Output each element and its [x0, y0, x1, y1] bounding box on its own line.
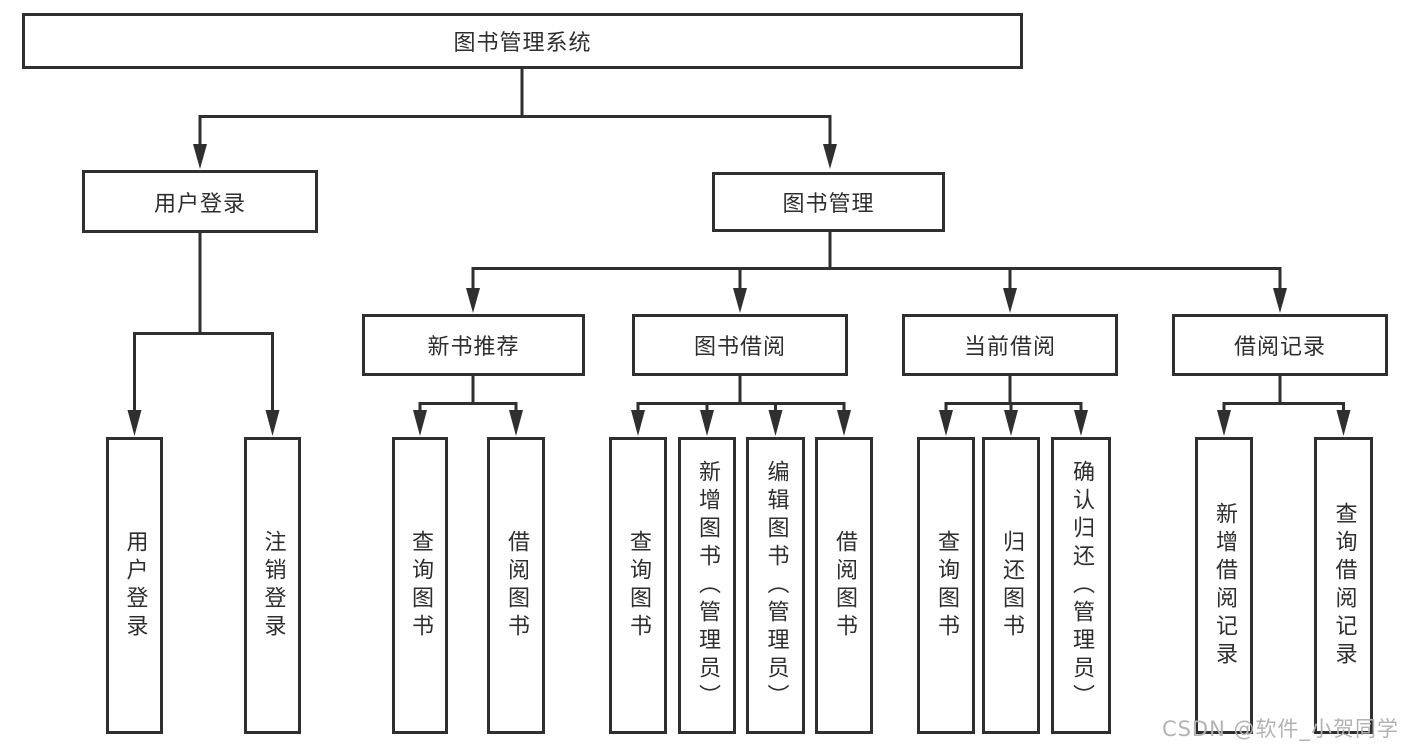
leaf-confirm-return-admin-label: 确认归还（管理员）: [1069, 459, 1094, 712]
arrowheads: [127, 144, 1351, 436]
leaf-return-books-label: 归还图书: [999, 529, 1024, 642]
leaf-query-books-current: 查询图书: [917, 437, 975, 734]
leaf-logout: 注销登录: [244, 437, 301, 734]
leaf-user-login-label: 用户登录: [122, 529, 148, 642]
leaf-query-books-borrowing-label: 查询图书: [626, 529, 651, 642]
leaf-query-books-current-label: 查询图书: [934, 529, 959, 642]
leaf-return-books: 归还图书: [982, 437, 1040, 734]
leaf-add-borrow-record: 新增借阅记录: [1195, 437, 1253, 734]
leaf-add-borrow-record-label: 新增借阅记录: [1212, 501, 1237, 670]
node-user-login: 用户登录: [82, 170, 318, 233]
leaf-borrow-books-label: 借阅图书: [832, 529, 857, 642]
node-current-borrowing: 当前借阅: [902, 314, 1118, 376]
node-book-management-label: 图书管理: [782, 192, 875, 217]
node-current-borrowing-label: 当前借阅: [963, 335, 1056, 360]
node-new-book-recommend-label: 新书推荐: [427, 335, 520, 360]
node-book-borrowing-label: 图书借阅: [693, 335, 786, 360]
leaf-borrow-books: 借阅图书: [815, 437, 873, 734]
leaf-borrow-books-recommend-label: 借阅图书: [504, 529, 529, 642]
leaf-query-books-borrowing: 查询图书: [609, 437, 667, 734]
node-new-book-recommend: 新书推荐: [362, 314, 585, 376]
node-user-login-label: 用户登录: [153, 191, 246, 217]
node-root-label: 图书管理系统: [453, 31, 592, 56]
leaf-confirm-return-admin: 确认归还（管理员）: [1051, 437, 1111, 734]
leaf-user-login: 用户登录: [106, 437, 163, 734]
leaf-edit-books-admin-label: 编辑图书（管理员）: [763, 459, 789, 712]
node-book-borrowing: 图书借阅: [632, 314, 848, 376]
leaf-query-borrow-record: 查询借阅记录: [1314, 437, 1373, 734]
leaf-query-books-recommend: 查询图书: [392, 437, 448, 734]
leaf-add-books-admin-label: 新增图书（管理员）: [695, 459, 720, 712]
node-borrowing-records: 借阅记录: [1172, 314, 1388, 376]
leaf-edit-books-admin: 编辑图书（管理员）: [746, 437, 805, 734]
leaf-query-borrow-record-label: 查询借阅记录: [1331, 501, 1357, 670]
leaf-borrow-books-recommend: 借阅图书: [487, 437, 545, 734]
leaf-logout-label: 注销登录: [260, 529, 286, 642]
leaf-query-books-recommend-label: 查询图书: [408, 529, 433, 642]
node-borrowing-records-label: 借阅记录: [1233, 335, 1326, 360]
leaf-add-books-admin: 新增图书（管理员）: [678, 437, 736, 734]
node-root: 图书管理系统: [22, 13, 1023, 69]
node-book-management: 图书管理: [712, 172, 945, 232]
